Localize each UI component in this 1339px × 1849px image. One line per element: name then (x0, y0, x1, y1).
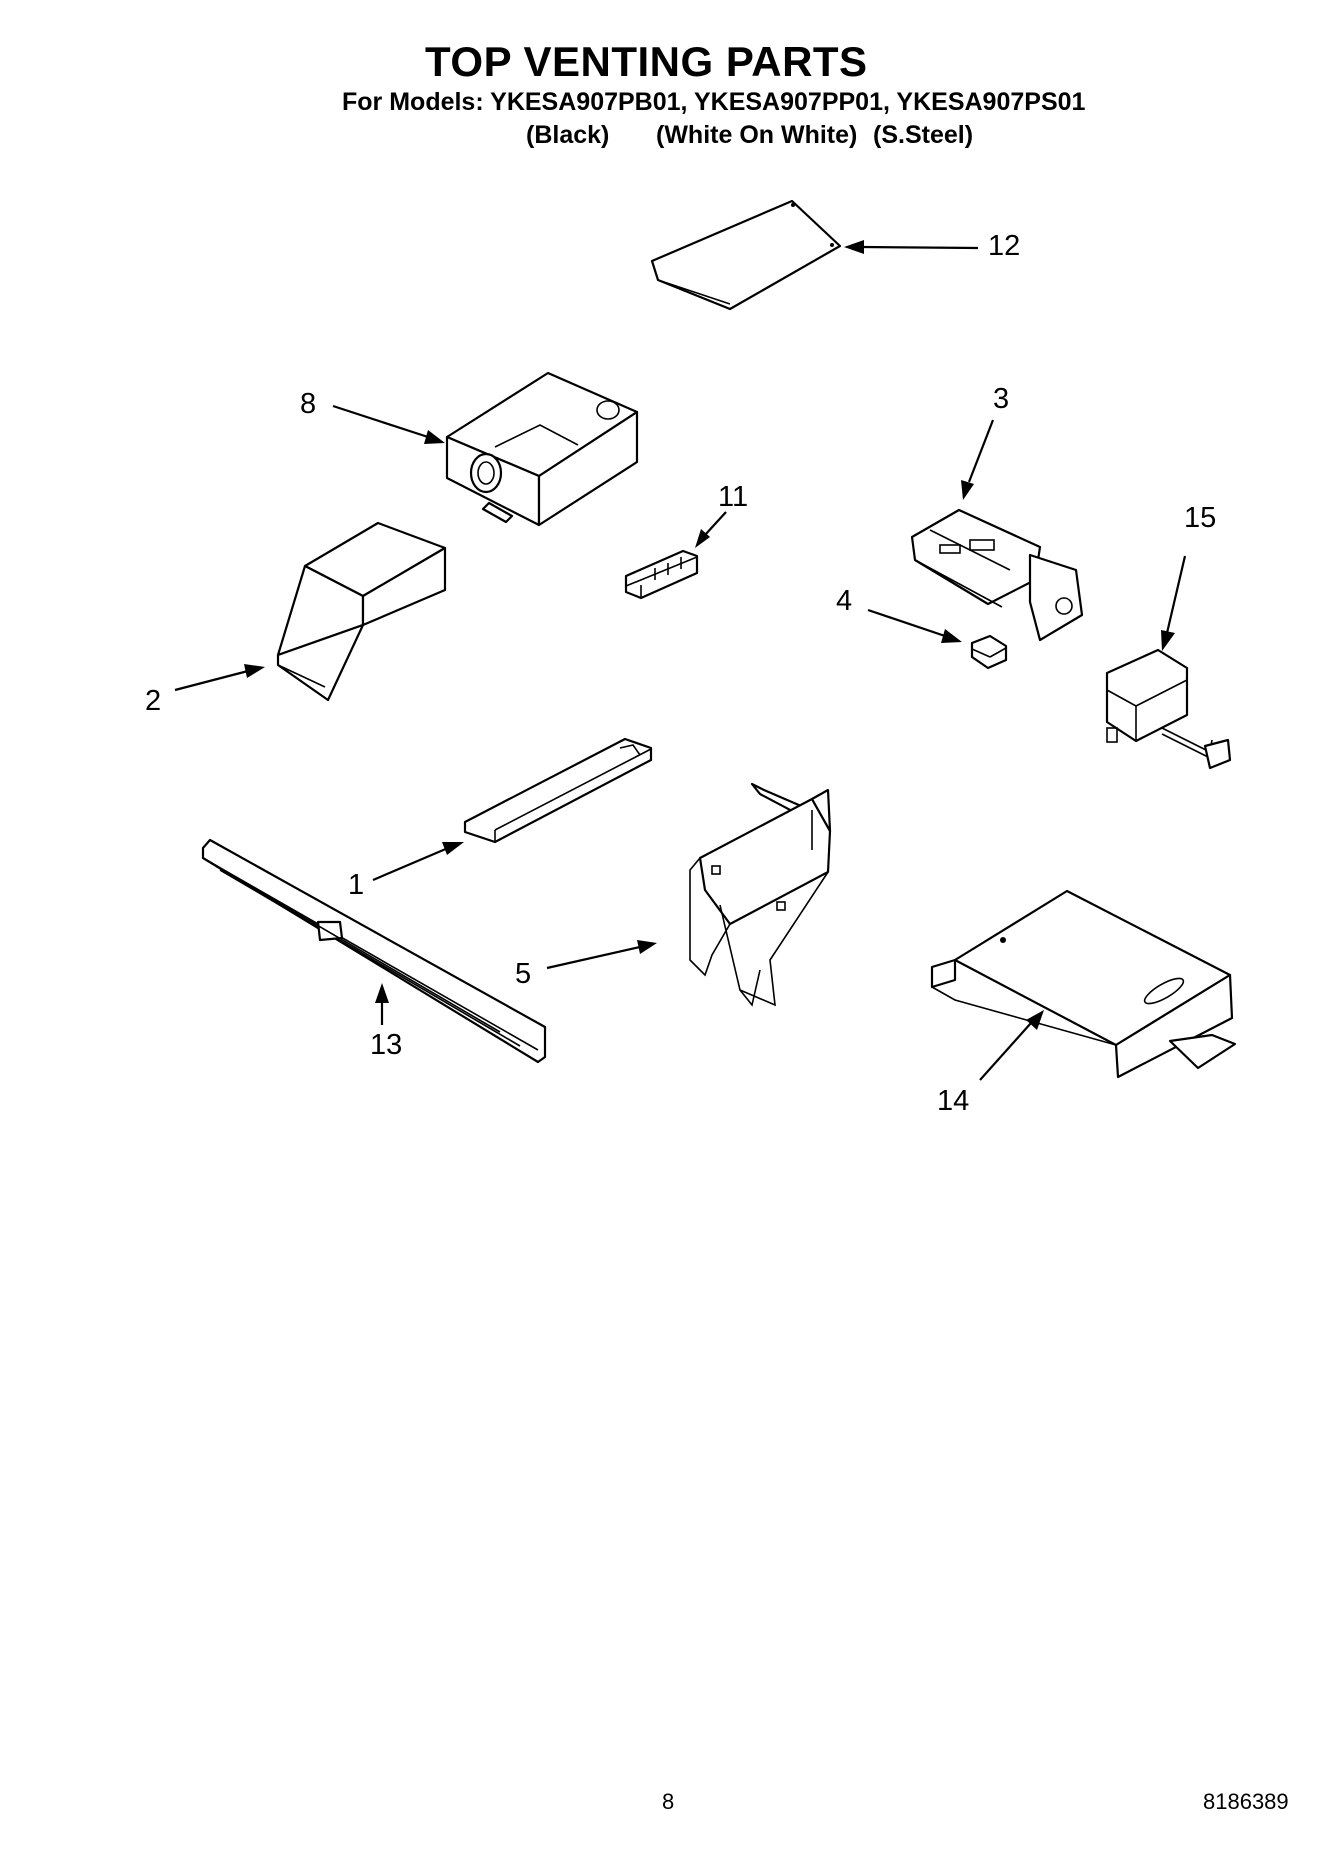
callout-11: 11 (718, 481, 749, 513)
callout-3: 3 (993, 383, 1010, 415)
callout-4: 4 (836, 585, 853, 617)
part-3-control-module (910, 508, 1084, 642)
callout-2: 2 (145, 685, 162, 717)
part-11-terminal-block (624, 549, 699, 600)
leader-8 (332, 404, 445, 444)
finish-stainless-steel: (S.Steel) (873, 121, 974, 149)
part-12-cover-panel (650, 199, 842, 311)
leader-5 (546, 940, 657, 970)
leader-14 (979, 1010, 1044, 1081)
callout-1: 1 (348, 869, 365, 901)
part-8-vent-housing (445, 371, 639, 527)
leader-15 (1161, 555, 1187, 651)
callout-14: 14 (937, 1085, 970, 1117)
leader-3 (961, 419, 995, 500)
leader-11 (695, 511, 727, 548)
leader-2 (174, 664, 265, 692)
models-line: For Models: YKESA907PB01, YKESA907PP01, … (342, 88, 1086, 116)
page-title-text: TOP VENTING PARTS (425, 38, 868, 85)
part-14-shelf-bracket (930, 889, 1237, 1079)
document-number: 8186389 (1203, 1789, 1289, 1814)
callout-8: 8 (300, 388, 317, 420)
callout-15: 15 (1184, 502, 1217, 534)
part-13-long-bracket (201, 838, 547, 1064)
part-2-air-deflector (276, 521, 447, 702)
part-15-transformer (1105, 648, 1232, 770)
callout-12: 12 (988, 230, 1021, 262)
callout-5: 5 (515, 958, 532, 990)
finish-black: (Black) (526, 121, 610, 149)
part-1-vent-rail (463, 737, 653, 844)
part-5-duct-bracket (689, 782, 832, 1007)
finish-white-on-white: (White On White) (656, 121, 858, 149)
part-4-connector (970, 634, 1008, 670)
leader-12 (844, 240, 979, 254)
leader-4 (867, 608, 962, 643)
leader-13 (375, 983, 389, 1025)
leader-1 (372, 842, 464, 882)
callout-13: 13 (370, 1029, 403, 1061)
page-number: 8 (662, 1789, 675, 1814)
